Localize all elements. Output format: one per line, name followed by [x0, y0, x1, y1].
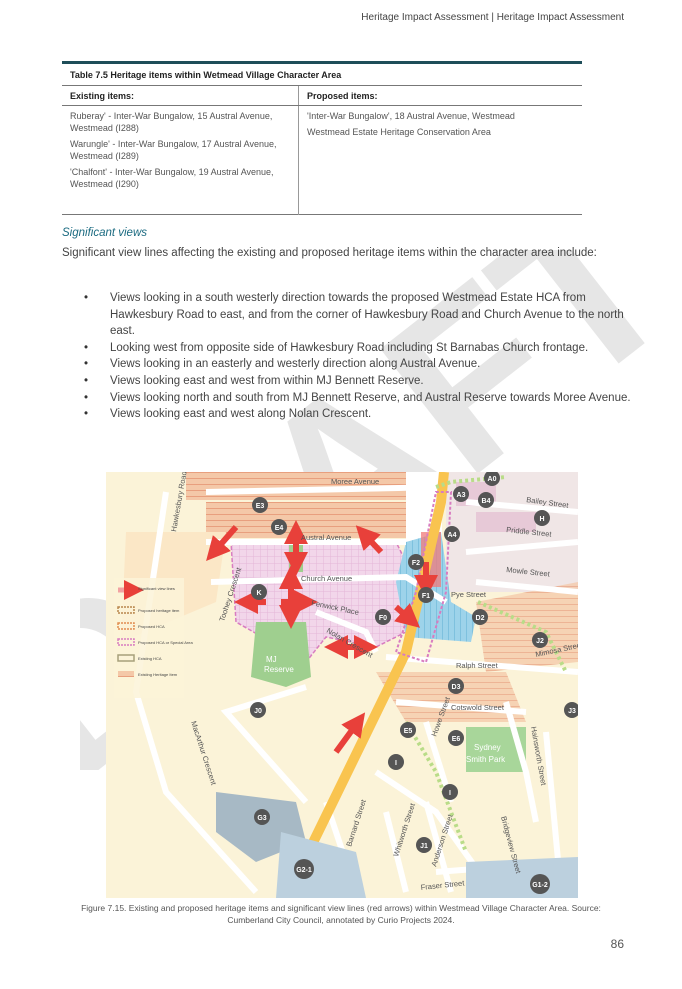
view-arrow — [394, 603, 421, 628]
site-label: F1 — [422, 593, 430, 600]
section-heading: Significant views — [62, 227, 148, 239]
table-top-rule — [62, 61, 582, 64]
table-header-row: Existing items: Proposed items: — [62, 86, 582, 106]
park-label: Sydney — [474, 743, 501, 752]
list-item: Views looking north and south from MJ Be… — [84, 390, 632, 407]
legend-label: Proposed heritage item — [138, 608, 180, 613]
legend-label: Proposed HCA or Special Area — [138, 640, 193, 645]
legend-swatch — [117, 606, 135, 614]
street-label: Pye Street — [451, 590, 487, 599]
legend-label: Existing HCA — [138, 656, 162, 661]
legend-swatch — [117, 622, 135, 630]
site-label: J3 — [568, 708, 576, 715]
site-label: E5 — [404, 728, 413, 735]
site-label: A0 — [488, 476, 497, 483]
view-arrow — [355, 525, 384, 555]
legend-swatch — [117, 654, 135, 662]
site-label: K — [256, 590, 261, 597]
street-label: Ralph Street — [456, 661, 499, 670]
proposed-items-cell: 'Inter-War Bungalow', 18 Austral Avenue,… — [298, 105, 582, 215]
table-title: Table 7.5 Heritage items within Wetmead … — [62, 64, 582, 86]
page-header: Heritage Impact Assessment | Heritage Im… — [361, 12, 624, 23]
site-label: E3 — [256, 503, 265, 510]
legend-swatch — [118, 671, 134, 677]
list-item: Views looking east and west from within … — [84, 373, 632, 390]
site-label: B4 — [482, 498, 491, 505]
existing-items-cell: Ruberay' - Inter-War Bungalow, 15 Austra… — [62, 106, 299, 215]
views-list: Views looking in a south westerly direct… — [62, 290, 632, 423]
ne-parcel — [476, 512, 536, 532]
site-label: G3 — [257, 815, 266, 822]
block-g21 — [276, 832, 366, 898]
site-label: J2 — [536, 638, 544, 645]
map-legend: Significant view lines Proposed heritage… — [114, 578, 193, 698]
block-g12 — [466, 857, 578, 898]
site-label: A3 — [457, 492, 466, 499]
site-label: G1-2 — [532, 882, 548, 889]
street-label: Cotswold Street — [451, 703, 505, 712]
site-label: E6 — [452, 736, 461, 743]
list-item: Views looking east and west along Nolan … — [84, 406, 632, 423]
heritage-table: Existing items: Proposed items: Ruberay'… — [62, 86, 582, 215]
view-arrow — [206, 525, 239, 562]
street-label: Church Avenue — [301, 574, 352, 583]
existing-item: Warungle' - Inter-War Bungalow, 17 Austr… — [70, 139, 277, 161]
park-label: Smith Park — [466, 755, 506, 764]
existing-item: 'Chalfont' - Inter-War Bungalow, 19 Aust… — [70, 167, 274, 189]
site-label: H — [539, 516, 544, 523]
mj-bennett-reserve — [251, 622, 311, 687]
existing-items-header: Existing items: — [62, 86, 299, 106]
figure-caption: Figure 7.15. Existing and proposed herit… — [81, 903, 601, 925]
site-label: D3 — [452, 684, 461, 691]
heritage-items-table: Table 7.5 Heritage items within Wetmead … — [62, 61, 582, 215]
proposed-item: 'Inter-War Bungalow', 18 Austral Avenue,… — [307, 111, 515, 121]
list-item: Looking west from opposite side of Hawke… — [84, 340, 632, 357]
heritage-block-east — [476, 582, 578, 672]
section-intro: Significant view lines affecting the exi… — [62, 247, 597, 259]
site-label: I — [449, 790, 451, 797]
street-label: Austral Avenue — [301, 533, 351, 542]
park-label: MJ — [266, 655, 277, 664]
page-number: 86 — [610, 937, 624, 951]
list-item: Views looking in a south westerly direct… — [84, 290, 632, 340]
legend-label: Proposed HCA — [138, 624, 165, 629]
proposed-hca-outline — [394, 491, 453, 664]
significant-view-arrows — [206, 520, 438, 754]
view-arrow — [333, 712, 366, 754]
street-label: Moree Avenue — [331, 477, 379, 486]
table-row: Ruberay' - Inter-War Bungalow, 15 Austra… — [62, 105, 582, 215]
legend-label: Existing Heritage Item — [138, 672, 178, 677]
site-label: D2 — [476, 615, 485, 622]
site-label: G2-1 — [296, 867, 312, 874]
site-label: J0 — [254, 708, 262, 715]
site-label: F0 — [379, 615, 387, 622]
site-label: J1 — [420, 843, 428, 850]
proposed-items-header: Proposed items: — [298, 86, 582, 106]
site-label: F2 — [412, 560, 420, 567]
list-item: Views looking in an easterly and westerl… — [84, 356, 632, 373]
character-area-map: Moree Avenue Austral Avenue Church Avenu… — [106, 472, 578, 898]
existing-item: Ruberay' - Inter-War Bungalow, 15 Austra… — [70, 111, 273, 133]
legend-label: Significant view lines — [138, 586, 175, 591]
site-label: A4 — [448, 532, 457, 539]
park-label: Reserve — [264, 665, 294, 674]
proposed-item: Westmead Estate Heritage Conservation Ar… — [307, 127, 491, 137]
legend-swatch — [117, 638, 135, 646]
site-label: E4 — [275, 525, 284, 532]
site-label: I — [395, 760, 397, 767]
